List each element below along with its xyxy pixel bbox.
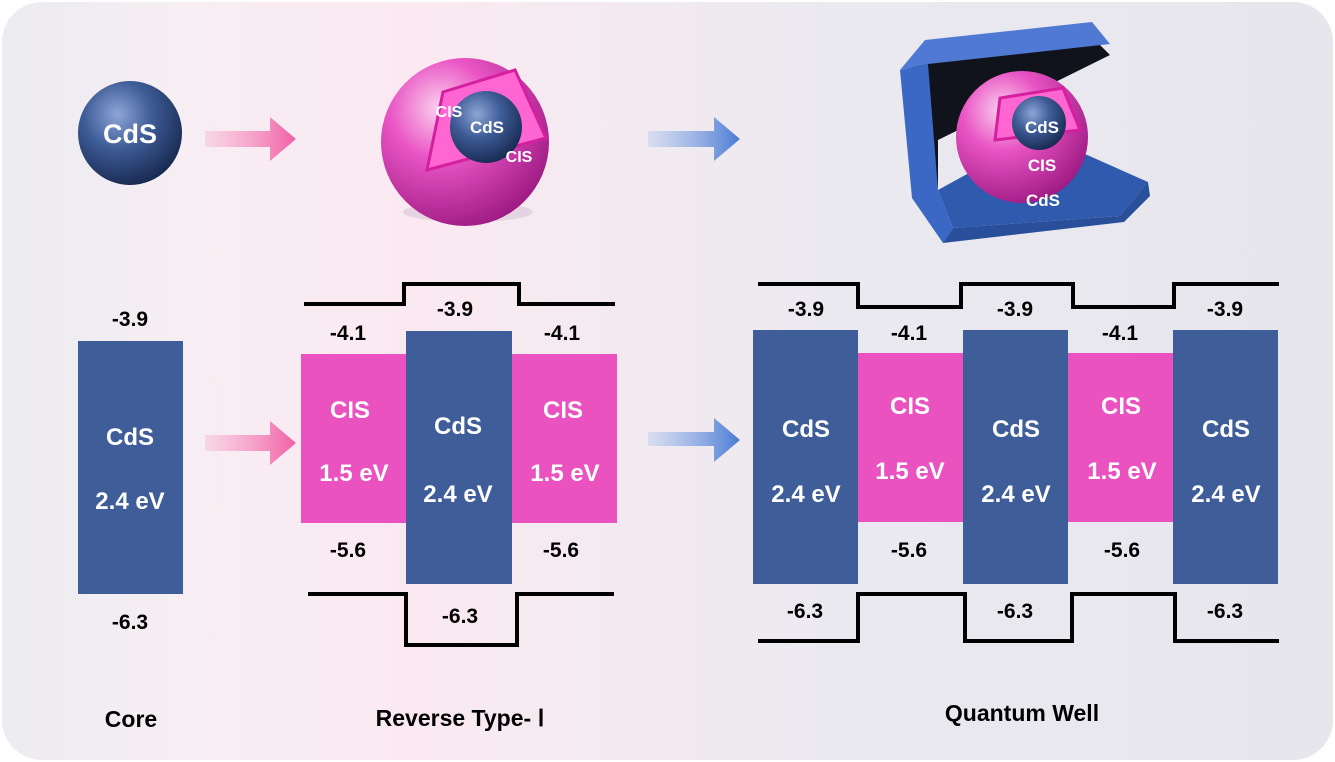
reverse-center-bottom-value: -6.3 <box>442 605 478 628</box>
reverse-center-material: CdS <box>434 413 482 440</box>
qw-top-value-4: -4.1 <box>1102 322 1139 345</box>
core-gap-label: 2.4 eV <box>95 488 164 515</box>
arrow-pink-middle <box>205 421 296 465</box>
qw-outer-label: CdS <box>1026 191 1060 210</box>
qw-bottom-value-4: -5.6 <box>1104 539 1140 562</box>
qw-material-3: CdS <box>992 416 1040 443</box>
reverse-center-top-value: -3.9 <box>437 298 473 321</box>
reverse-vb-edge <box>308 592 614 647</box>
qw-core-label: CdS <box>1025 118 1059 137</box>
quantum-well-diagram: -3.9 -4.1 -3.9 -4.1 -3.9 CdS 2.4 eV CIS … <box>753 282 1279 643</box>
qw-cds-band-2 <box>963 330 1068 584</box>
quantum-well-illustration: CdS CIS CdS <box>900 22 1150 243</box>
qw-gap-4: 1.5 eV <box>1087 458 1156 485</box>
qw-material-1: CdS <box>782 416 830 443</box>
caption-quantum-well: Quantum Well <box>945 700 1099 726</box>
qw-top-value-3: -3.9 <box>997 298 1033 321</box>
qw-bottom-value-2: -5.6 <box>891 539 927 562</box>
reverse-right-top-value: -4.1 <box>544 322 581 345</box>
qw-gap-1: 2.4 eV <box>771 481 840 508</box>
reverse-right-bottom-value: -5.6 <box>543 539 579 562</box>
qw-vb-edge <box>758 592 1279 643</box>
caption-reverse-type-i: Reverse Type- Ⅰ <box>376 705 545 731</box>
cds-core-sphere <box>78 81 182 185</box>
reverse-type-i-diagram: -4.1 -3.9 -4.1 CIS 1.5 eV CdS 2.4 eV CIS… <box>301 282 617 647</box>
qw-material-2: CIS <box>890 393 930 420</box>
outer-shell-top-face <box>900 22 1110 70</box>
qw-material-5: CdS <box>1202 416 1250 443</box>
qw-shell-label: CIS <box>1028 156 1056 175</box>
core-cds-band <box>78 341 183 594</box>
core-label-in-shell: CdS <box>470 118 504 137</box>
qw-cds-band-3 <box>1173 330 1278 584</box>
outer-shell-back <box>910 40 1110 188</box>
qw-cb-edge <box>758 282 1279 309</box>
reverse-right-gap: 1.5 eV <box>530 460 599 487</box>
qw-gap-3: 2.4 eV <box>981 481 1050 508</box>
reverse-right-material: CIS <box>543 397 583 424</box>
qw-material-4: CIS <box>1101 393 1141 420</box>
shell-label-upper: CIS <box>436 104 463 121</box>
arrow-pink-top <box>205 117 296 161</box>
caption-core: Core <box>105 706 157 732</box>
core-bottom-value: -6.3 <box>112 611 148 634</box>
outer-shell-left-face <box>900 64 953 243</box>
qw-cds-band-1 <box>753 330 858 584</box>
core-top-value: -3.9 <box>112 308 148 331</box>
reverse-cb-edge <box>304 282 615 306</box>
cds-core-in-shell <box>450 91 522 163</box>
qw-cis-band-1 <box>856 353 966 522</box>
reverse-left-gap: 1.5 eV <box>319 460 388 487</box>
qw-cis-band-2 <box>1067 353 1177 522</box>
arrow-blue-middle <box>648 418 740 462</box>
shell-label-lower: CIS <box>506 149 533 166</box>
qw-bottom-value-5: -6.3 <box>1207 600 1243 623</box>
reverse-left-top-value: -4.1 <box>330 322 367 345</box>
core-sphere-illustration: CdS <box>78 81 182 185</box>
cds-core-in-qw <box>1012 96 1066 150</box>
core-band-diagram: -3.9 CdS 2.4 eV -6.3 <box>78 308 183 634</box>
core-sphere-label: CdS <box>103 119 157 149</box>
qw-bottom-value-1: -6.3 <box>787 600 823 623</box>
core-shell-sphere-illustration: CIS CdS CIS <box>381 58 549 226</box>
reverse-left-material: CIS <box>330 397 370 424</box>
qw-top-value-1: -3.9 <box>788 298 824 321</box>
core-material-label: CdS <box>106 424 154 451</box>
qw-gap-5: 2.4 eV <box>1191 481 1260 508</box>
outer-shell-front-edge <box>943 182 1150 243</box>
reverse-center-gap: 2.4 eV <box>423 481 492 508</box>
qw-top-value-5: -3.9 <box>1207 298 1243 321</box>
qw-gap-2: 1.5 eV <box>875 458 944 485</box>
reverse-cis-band-right <box>511 354 617 523</box>
reverse-cds-band <box>406 331 512 584</box>
reverse-left-bottom-value: -5.6 <box>330 539 366 562</box>
qw-top-value-2: -4.1 <box>891 322 928 345</box>
arrow-blue-top <box>648 117 740 161</box>
qw-bottom-value-3: -6.3 <box>997 600 1033 623</box>
reverse-cis-band-left <box>301 354 407 523</box>
